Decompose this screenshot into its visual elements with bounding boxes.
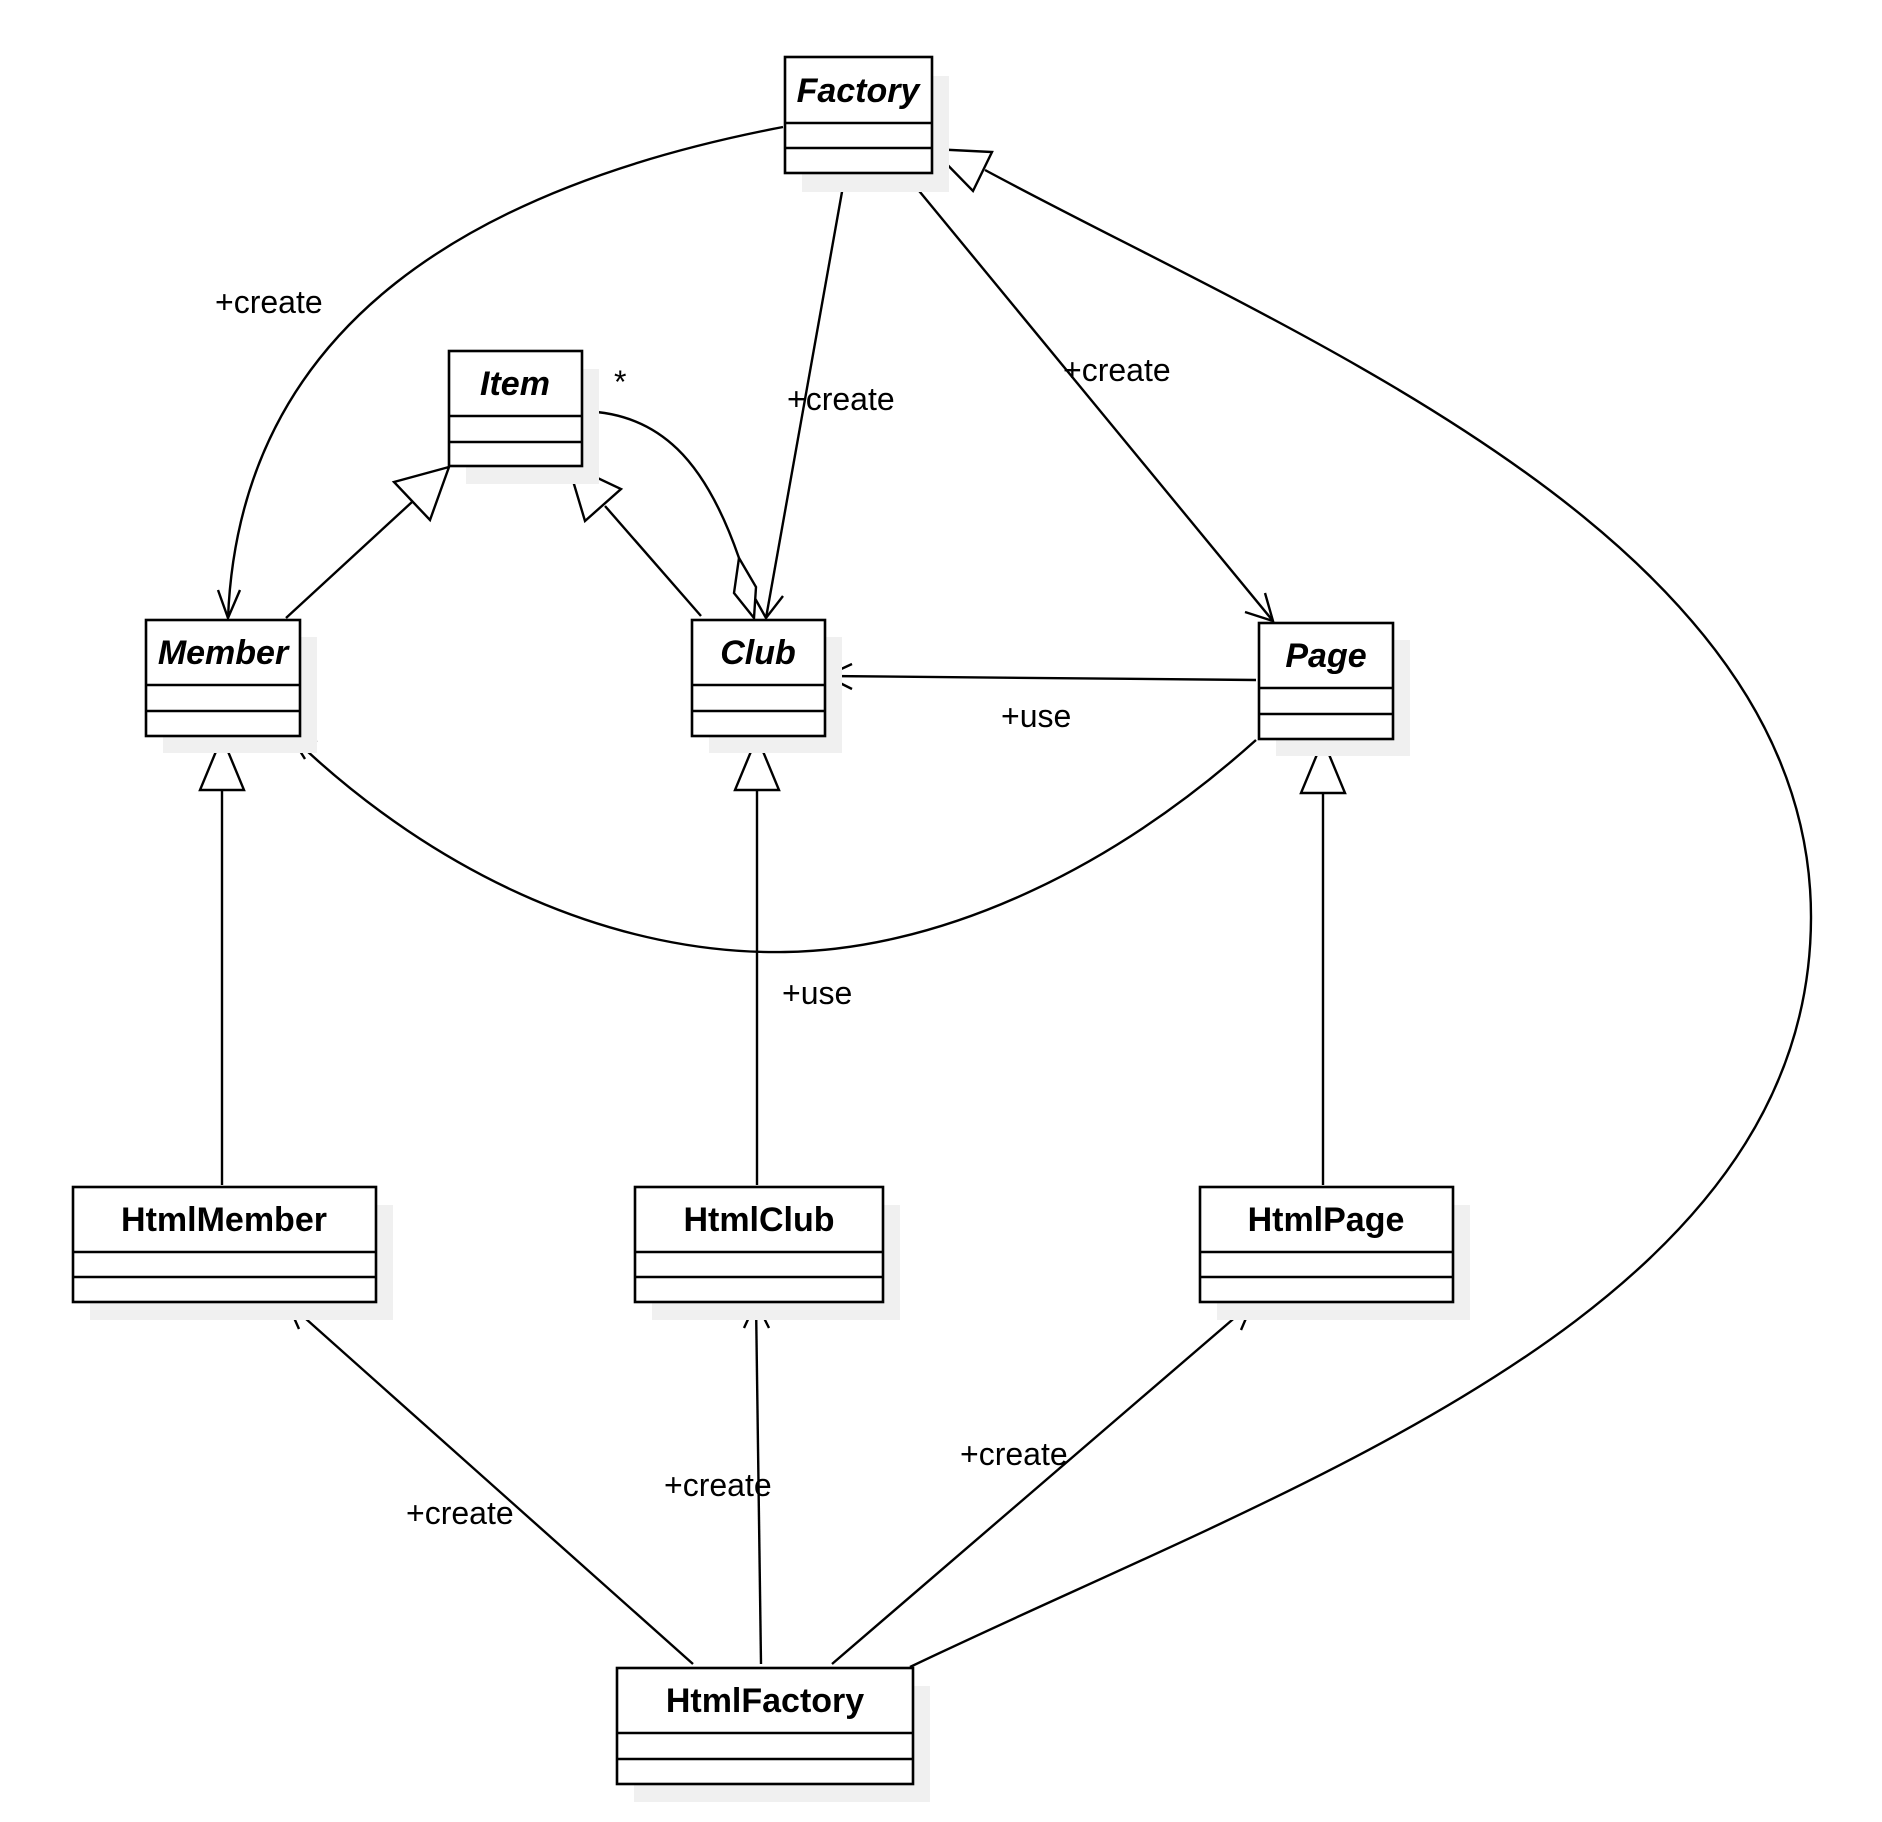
edge-club-item-aggregation — [583, 409, 741, 559]
label-htmlfactory-htmlclub: +create — [664, 1467, 772, 1503]
inherit-head-htmlmember — [198, 733, 246, 792]
edge-member-item — [285, 501, 413, 619]
class-name: Member — [158, 634, 290, 672]
class-box — [1257, 621, 1395, 741]
arrow-head-member — [216, 589, 242, 622]
class-factory[interactable]: Factory — [783, 55, 949, 192]
class-box — [144, 618, 302, 738]
class-name: HtmlPage — [1248, 1201, 1405, 1239]
class-name: Club — [720, 634, 796, 672]
class-box — [71, 1185, 378, 1304]
edge-htmlfactory-htmlclub — [754, 1301, 763, 1665]
edge-htmlfactory-htmlpage — [831, 1301, 1254, 1665]
class-name: Factory — [797, 72, 922, 110]
edge-labels: +create +create +create * +use +use +cre… — [215, 284, 1171, 1531]
label-page-member: +use — [782, 975, 852, 1011]
label-htmlfactory-htmlpage: +create — [960, 1436, 1068, 1472]
edges — [198, 125, 1813, 1669]
edge-htmlfactory-factory — [909, 168, 1813, 1669]
class-html-page[interactable]: HtmlPage — [1198, 1185, 1470, 1320]
class-box — [1198, 1185, 1455, 1304]
class-box — [615, 1666, 915, 1786]
class-name: HtmlMember — [121, 1201, 327, 1239]
class-html-club[interactable]: HtmlClub — [633, 1185, 900, 1320]
class-box — [447, 349, 584, 468]
arrow-head-page — [1244, 592, 1275, 623]
class-name: HtmlClub — [683, 1201, 834, 1239]
edge-club-item — [604, 505, 702, 617]
label-htmlfactory-htmlmember: +create — [406, 1495, 514, 1531]
class-page[interactable]: Page — [1257, 621, 1410, 756]
label-factory-club: +create — [787, 381, 895, 417]
label-factory-page: +create — [1063, 352, 1171, 388]
class-member[interactable]: Member — [144, 618, 317, 753]
label-factory-member: +create — [215, 284, 323, 320]
class-item[interactable]: Item — [447, 349, 599, 484]
edge-factory-page — [905, 174, 1274, 622]
class-box — [783, 55, 934, 175]
class-html-member[interactable]: HtmlMember — [71, 1185, 393, 1320]
edge-factory-club — [764, 174, 847, 619]
class-box — [633, 1185, 885, 1304]
arrow-head-club — [750, 592, 784, 621]
edge-page-member — [289, 734, 1257, 954]
class-club[interactable]: Club — [690, 618, 842, 753]
inherit-head-member-item — [391, 465, 451, 523]
class-name: Page — [1285, 637, 1366, 675]
class-box — [690, 618, 827, 738]
inherit-head-htmlclub — [733, 733, 781, 792]
label-page-club: +use — [1001, 698, 1071, 734]
edge-factory-member — [226, 125, 784, 619]
edge-htmlfactory-htmlmember — [286, 1301, 694, 1665]
label-item-multiplicity: * — [614, 364, 626, 400]
class-name: Item — [480, 365, 550, 403]
class-html-factory[interactable]: HtmlFactory — [615, 1666, 930, 1802]
inherit-head-htmlpage — [1299, 736, 1347, 795]
aggregation-diamond — [732, 554, 758, 622]
edge-page-club — [825, 674, 1257, 682]
class-name: HtmlFactory — [666, 1682, 864, 1720]
